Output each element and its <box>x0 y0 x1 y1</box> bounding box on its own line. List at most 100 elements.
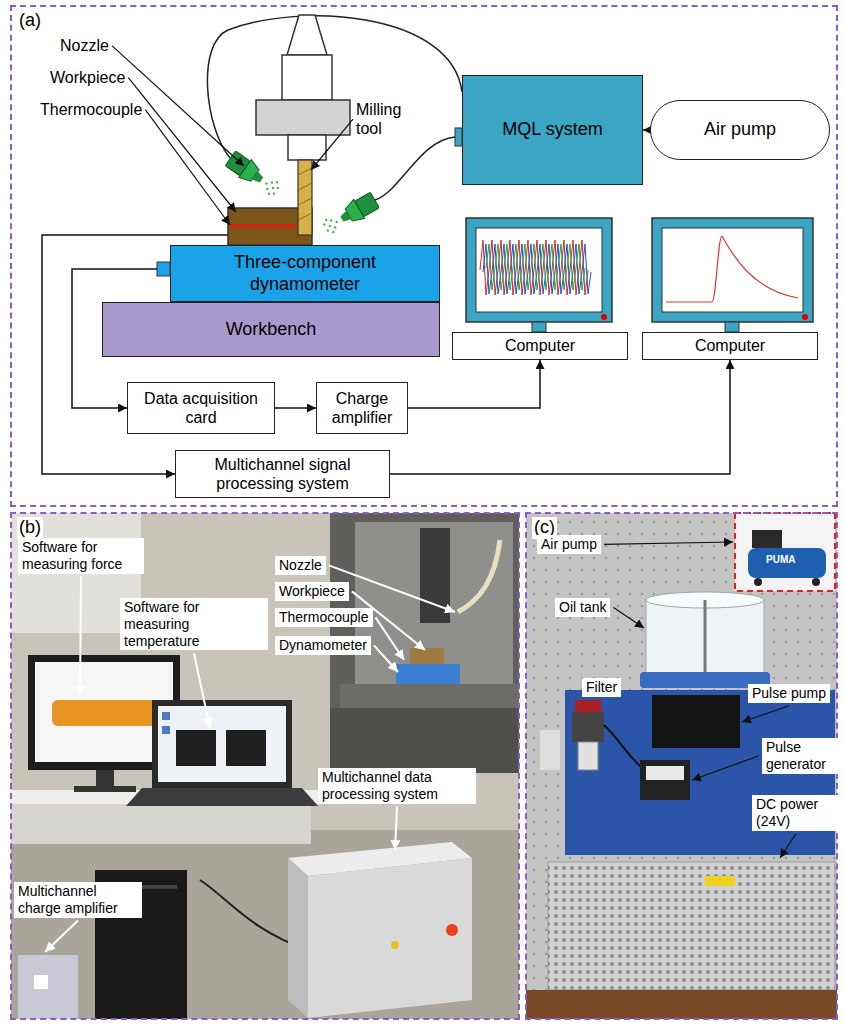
leader-arrow <box>376 617 405 660</box>
drawing-rect <box>18 955 78 1019</box>
drawing-path <box>666 236 798 302</box>
process-box: Workbench <box>102 302 440 357</box>
mql-wires <box>207 16 462 200</box>
figure-panel: (a)MQL systemAir pumpThree-component dyn… <box>10 5 838 507</box>
process-box: Data acquisition card <box>127 382 275 434</box>
drawing-rect <box>662 228 803 312</box>
drawing-rect <box>74 786 136 792</box>
drawing-circle <box>335 220 338 223</box>
leader-arrow <box>742 706 789 722</box>
box-label: Computer <box>695 336 765 355</box>
drawing-rect <box>34 975 48 989</box>
process-box: Multichannel signal processing system <box>175 450 390 498</box>
part-label: Air pump <box>537 535 601 554</box>
drawing-rect <box>11 513 519 1019</box>
leader-arrow <box>395 807 397 850</box>
leader-arrow <box>311 119 353 170</box>
drawing-rect <box>11 804 311 844</box>
part-label: Workpiece <box>275 582 349 601</box>
process-box: Computer <box>642 332 818 360</box>
figure-panel: (b) <box>10 512 520 1020</box>
part-label: Thermocouple <box>275 608 373 627</box>
drawing-circle <box>270 181 273 184</box>
drawing-polygon <box>287 15 327 55</box>
drawing-polygon <box>308 858 472 1018</box>
drawing-rect <box>640 760 690 800</box>
drawing-rect <box>162 712 170 720</box>
drawing-rect <box>11 830 519 1019</box>
drawing-path <box>486 244 585 290</box>
part-label: Nozzle <box>60 36 109 55</box>
drawing-path <box>298 168 312 220</box>
box-label: Computer <box>505 336 575 355</box>
drawing-circle <box>267 192 270 195</box>
part-label: Pulse generator <box>762 738 844 774</box>
drawing-circle <box>446 924 458 936</box>
drawing-rect <box>282 55 332 100</box>
part-label: Workpiece <box>50 68 125 87</box>
drawing-circle <box>330 219 333 222</box>
drawing-rect <box>748 548 826 578</box>
leader-arrow <box>145 110 230 225</box>
drawing-polygon <box>252 171 264 184</box>
leader-arrow <box>194 653 210 728</box>
drawing-rect <box>158 706 286 782</box>
drawing-line <box>704 600 707 676</box>
drawing-path <box>207 16 462 158</box>
lab-photo <box>11 513 519 1019</box>
drawing-circle <box>325 218 328 221</box>
part-label: Multichannel data processing system <box>318 768 476 804</box>
milling-tool <box>298 160 312 235</box>
drawing-path <box>458 540 500 612</box>
drawing-circle <box>802 314 808 320</box>
drawing-rect <box>705 876 735 886</box>
drawing-rect <box>298 160 312 235</box>
machine-spindle <box>256 15 350 160</box>
drawing-path <box>604 725 645 770</box>
mql-port <box>455 128 462 146</box>
drawing-circle <box>601 314 607 320</box>
brand-label: PUMA <box>766 554 795 566</box>
drawing-rect <box>162 726 170 734</box>
drawing-circle <box>266 187 269 190</box>
drawing-rect <box>578 742 598 770</box>
panel-tag: (b) <box>17 517 43 539</box>
connector <box>390 360 730 474</box>
drawing-rect <box>410 648 444 664</box>
drawing-rect <box>466 218 612 322</box>
nozzle <box>320 190 381 238</box>
drawing-rect <box>540 730 560 770</box>
box-label: Three-component dynamometer <box>215 252 395 295</box>
drawing-path <box>483 244 591 294</box>
drawing-circle <box>326 229 329 232</box>
drawing-line <box>230 225 296 228</box>
drawing-rect <box>152 700 292 788</box>
brand-label: Filter <box>582 678 621 697</box>
leader-arrow <box>692 756 759 780</box>
drawing-rect <box>340 684 519 708</box>
temperature-monitor <box>652 218 813 332</box>
drawing-rect <box>256 100 350 135</box>
drawing-circle <box>328 224 331 227</box>
drawing-rect <box>476 228 602 312</box>
leader-arrow <box>128 78 236 212</box>
drawing-polygon <box>339 211 351 224</box>
drawing-rect <box>575 700 601 712</box>
box-label: Data acquisition card <box>139 389 264 427</box>
box-label: Workbench <box>226 319 317 341</box>
part-label: Nozzle <box>275 556 326 575</box>
box-label: MQL system <box>502 119 602 141</box>
panel-tag: (a) <box>17 10 43 32</box>
nozzle <box>224 149 283 200</box>
drawing-rect <box>396 664 460 684</box>
leader-arrow <box>45 921 78 952</box>
drawing-circle <box>754 578 762 586</box>
leader-arrow <box>604 542 733 544</box>
box-label: Charge amplifier <box>324 389 400 427</box>
part-label: Oil tank <box>555 598 610 617</box>
leader-arrow <box>80 577 81 696</box>
part-label: Software for measuring temperature <box>120 598 268 650</box>
drawing-circle <box>334 226 337 229</box>
drawing-circle <box>272 192 275 195</box>
drawing-circle <box>332 230 335 233</box>
